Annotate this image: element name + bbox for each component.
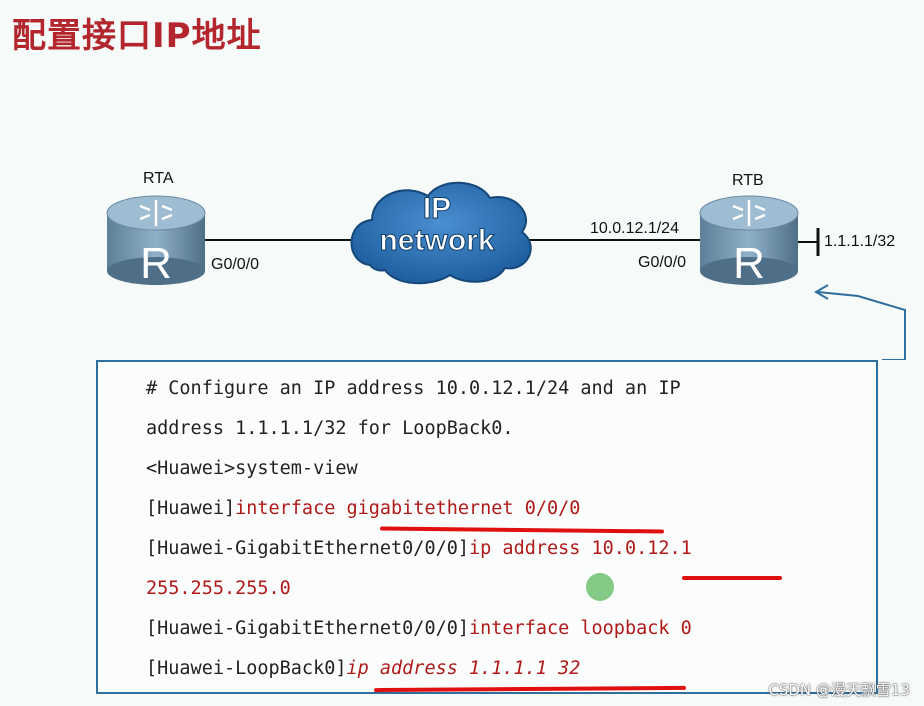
- highlight-underline: [373, 685, 687, 693]
- code-line-comment-2: address 1.1.1.1/32 for LoopBack0.: [146, 418, 514, 439]
- slide-title: 配置接口IP地址: [12, 16, 262, 56]
- rtb-loopback-label: 1.1.1.1/32: [824, 233, 896, 250]
- cloud-label-line1: IP: [423, 192, 451, 225]
- watermark: CSDN @漫天飘雪13: [768, 681, 910, 699]
- config-code-box: # Configure an IP address 10.0.12.1/24 a…: [96, 360, 878, 694]
- router-rtb-icon: R: [699, 195, 799, 288]
- rtb-port-label: G0/0/0: [638, 254, 687, 271]
- code-command: ip address 1.1.1.1 32: [346, 658, 581, 679]
- code-line-netmask: 255.255.255.0: [146, 578, 291, 599]
- code-command: interface gigabitethernet 0/0/0: [235, 498, 581, 519]
- code-prompt: [Huawei-LoopBack0]: [146, 658, 347, 679]
- ip-network-cloud-icon: IP network: [350, 181, 532, 285]
- router-rta-letter: R: [140, 239, 172, 288]
- router-rtb-letter: R: [733, 239, 765, 288]
- code-line-loopback: [Huawei-GigabitEthernet0/0/0]interface l…: [146, 618, 692, 639]
- network-topology: R R IP network: [106, 181, 906, 360]
- code-command: ip address 10.0.12.1: [469, 538, 692, 559]
- code-line-system-view: <Huawei>system-view: [146, 458, 358, 479]
- callout-arrow: [814, 284, 906, 360]
- code-prompt: [Huawei]: [146, 498, 236, 519]
- rta-name-label: RTA: [143, 170, 174, 187]
- pointer-dot: [586, 573, 614, 601]
- code-line-loopback-ip: [Huawei-LoopBack0]ip address 1.1.1.1 32: [146, 658, 580, 679]
- highlight-underline: [682, 576, 782, 580]
- rta-port-label: G0/0/0: [211, 256, 260, 273]
- code-prompt: [Huawei-GigabitEthernet0/0/0]: [146, 618, 470, 639]
- cloud-label-line2: network: [379, 224, 494, 257]
- code-line-interface: [Huawei]interface gigabitethernet 0/0/0: [146, 498, 580, 519]
- highlight-underline: [379, 526, 665, 534]
- code-line-comment-1: # Configure an IP address 10.0.12.1/24 a…: [146, 378, 681, 399]
- code-prompt: [Huawei-GigabitEthernet0/0/0]: [146, 538, 470, 559]
- rtb-name-label: RTB: [732, 172, 764, 189]
- router-rta-icon: R: [106, 195, 206, 288]
- code-command: interface loopback 0: [469, 618, 692, 639]
- code-line-ip-address: [Huawei-GigabitEthernet0/0/0]ip address …: [146, 538, 692, 559]
- rtb-ip-label: 10.0.12.1/24: [590, 220, 679, 237]
